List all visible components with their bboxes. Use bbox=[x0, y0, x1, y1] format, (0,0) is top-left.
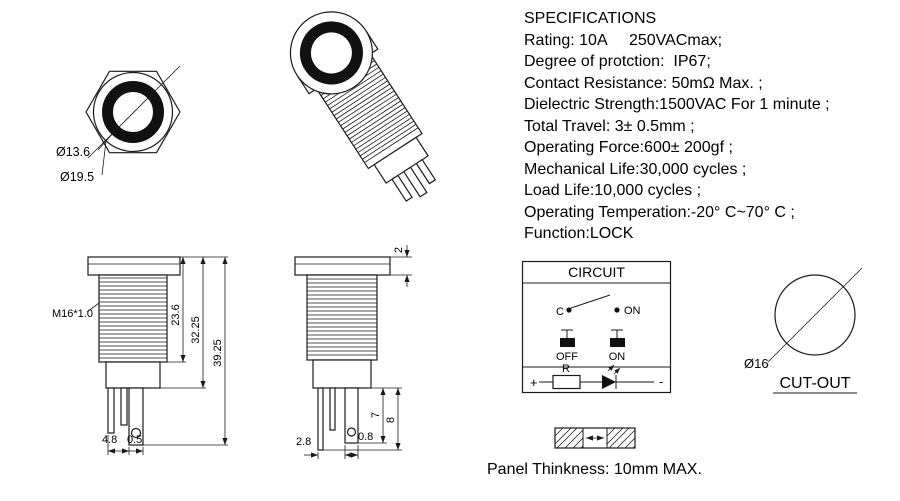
off-button-symbol bbox=[560, 329, 575, 347]
panel-hatch-right bbox=[606, 427, 636, 449]
off-button-label: OFF bbox=[556, 351, 578, 363]
spec-line-rating: Rating: 10A 250VACmax; bbox=[524, 31, 723, 49]
resistor-label: R bbox=[562, 363, 570, 375]
svb-thread-body bbox=[306, 274, 378, 361]
resistor-symbol bbox=[552, 374, 581, 390]
front-view-leaders bbox=[97, 130, 116, 176]
sva-pin-2 bbox=[120, 387, 128, 426]
svb-thread-lines bbox=[307, 278, 377, 356]
iso-led-ring bbox=[299, 21, 363, 85]
panel-thickness-diagram bbox=[554, 427, 636, 449]
svb-pin-1 bbox=[317, 387, 324, 451]
cutout-diameter-label: Ø16 bbox=[744, 356, 769, 371]
on-button-label: ON bbox=[609, 351, 626, 363]
on-button-symbol bbox=[610, 329, 625, 347]
sva-head bbox=[87, 256, 181, 276]
sva-dim-23-6: 23.6 bbox=[170, 304, 182, 325]
svb-dim-2-8: 2.8 bbox=[296, 436, 311, 448]
svb-terminal-hole bbox=[346, 427, 357, 437]
svb-dim-7: 7 bbox=[370, 412, 382, 418]
panel-thickness-note: Panel Thinkness: 10mm MAX. bbox=[487, 461, 702, 478]
sva-dim-0-5: 0.5 bbox=[127, 434, 142, 446]
cutout-diagram: Ø16 CUT-OUT bbox=[744, 267, 863, 394]
switch-symbol bbox=[566, 294, 620, 313]
sva-thread-lines bbox=[99, 277, 167, 359]
cutout-title: CUT-OUT bbox=[779, 375, 850, 392]
svb-dim-8: 8 bbox=[385, 417, 397, 423]
iso-pin-3 bbox=[415, 158, 437, 185]
led-circuit-row bbox=[539, 364, 654, 390]
led-symbol bbox=[602, 375, 616, 389]
spec-line-travel: Total Travel: 3± 0.5mm ; bbox=[524, 117, 695, 135]
iso-pin-2 bbox=[402, 166, 428, 198]
center-diagonal-line bbox=[87, 65, 181, 159]
sva-lower-body bbox=[105, 361, 161, 389]
sva-thread-body bbox=[98, 274, 168, 363]
spec-line-mech-life: Mechanical Life:30,000 cycles ; bbox=[524, 160, 747, 178]
spec-line-dielectric: Dielectric Strength:1500VAC For 1 minute… bbox=[524, 96, 830, 113]
sva-terminal-hole bbox=[130, 427, 142, 439]
sva-dim-39-25: 39.25 bbox=[212, 339, 224, 367]
spec-line-temperature: Operating Temperation:-20° C~70° C ; bbox=[524, 203, 795, 221]
svb-lower-body bbox=[312, 359, 372, 389]
isometric-body bbox=[289, 11, 437, 202]
sva-dimension-lines bbox=[86, 257, 228, 454]
spec-line-function: Function:LOCK bbox=[524, 225, 634, 242]
sva-dim-32-25: 32.25 bbox=[190, 316, 202, 344]
minus-label: - bbox=[659, 374, 663, 389]
switch-on-label: ON bbox=[624, 305, 641, 317]
circuit-title: CIRCUIT bbox=[568, 264, 625, 280]
svb-dim-2: 2 bbox=[393, 247, 405, 253]
front-view-drawing: Ø13.6 Ø19.5 bbox=[56, 65, 181, 184]
isometric-view-drawing bbox=[289, 11, 437, 202]
led-ring bbox=[102, 81, 164, 143]
specifications: SPECIFICATIONS Rating: 10A 250VACmax; De… bbox=[524, 8, 830, 245]
front-outer-diameter-label: Ø19.5 bbox=[60, 170, 94, 184]
svb-head bbox=[294, 256, 391, 276]
spec-line-protection: Degree of protction: IP67; bbox=[524, 53, 711, 70]
specifications-title: SPECIFICATIONS bbox=[524, 10, 657, 27]
circuit-diagram: CIRCUIT C ON OFF ON bbox=[521, 260, 672, 394]
svb-dim-0-8: 0.8 bbox=[358, 431, 373, 443]
sva-pin-1 bbox=[107, 387, 115, 434]
svb-dimension-lines bbox=[304, 245, 410, 458]
circuit-border bbox=[521, 260, 672, 394]
sva-dim-4-8: 4.8 bbox=[102, 434, 117, 446]
side-view-a-drawing: M16*1.0 23.6 32.25 39.25 4.8 0.5 bbox=[52, 256, 228, 455]
spec-line-contact-resistance: Contact Resistance: 50mΩ Max. ; bbox=[524, 74, 763, 92]
spec-line-force: Operating Force:600± 200gf ; bbox=[524, 139, 733, 156]
panel-hatch-left bbox=[554, 427, 584, 449]
plus-label: + bbox=[530, 375, 538, 390]
sva-thread-spec-label: M16*1.0 bbox=[52, 308, 93, 320]
iso-pin-1 bbox=[391, 174, 413, 202]
svb-pin-2 bbox=[329, 387, 336, 431]
spec-line-load-life: Load Life:10,000 cycles ; bbox=[524, 182, 702, 199]
cutout-diagonal-line bbox=[767, 267, 863, 363]
side-view-b-drawing: 2 7 8 2.8 0.8 bbox=[294, 245, 412, 459]
switch-common-label: C bbox=[556, 306, 564, 318]
front-inner-diameter-label: Ø13.6 bbox=[56, 145, 90, 159]
